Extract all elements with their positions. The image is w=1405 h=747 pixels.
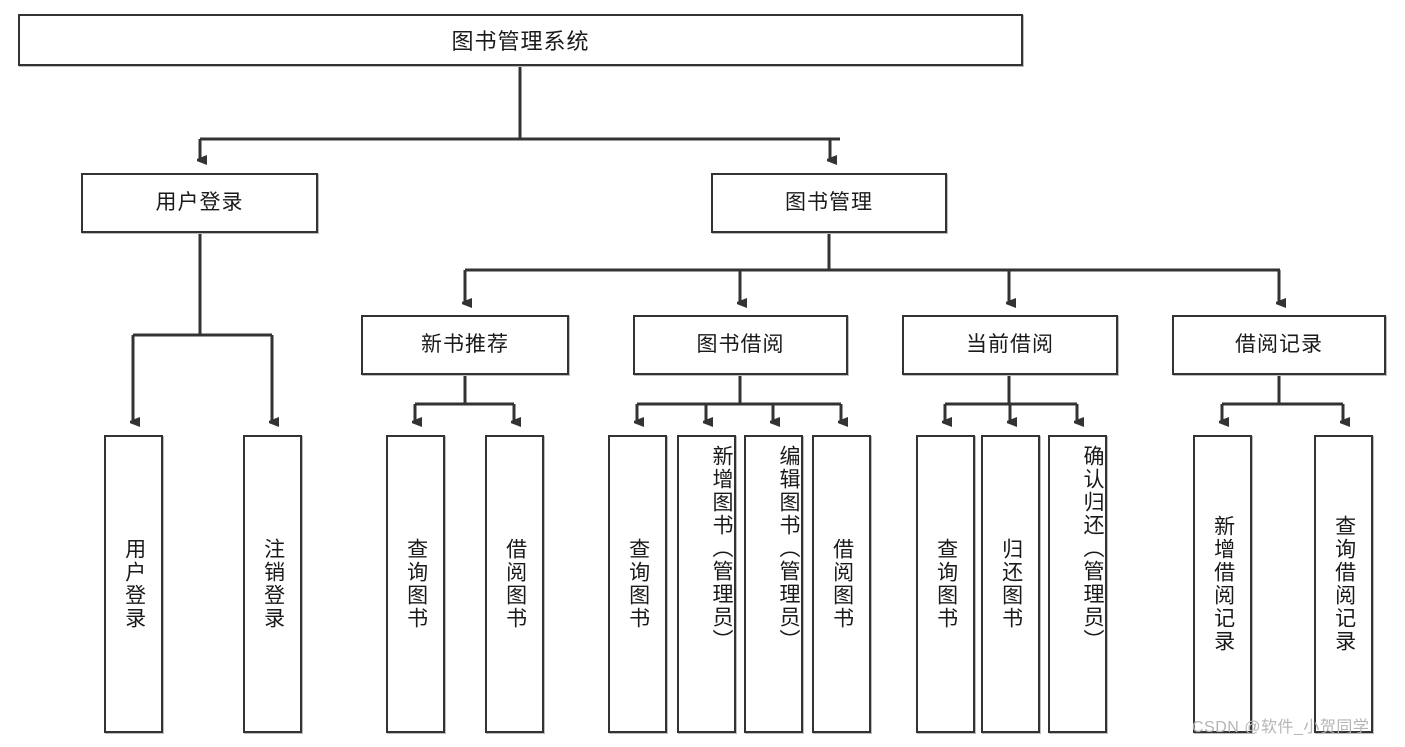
leaf-borrow-edit-book[interactable]: 编辑图书（管理员） (744, 435, 803, 733)
leaf-new-book-query[interactable]: 查询图书 (386, 435, 445, 733)
leaf-current-return-book[interactable]: 归还图书 (981, 435, 1040, 733)
node-new-book-recommend[interactable]: 新书推荐 (361, 315, 569, 375)
edge-group-user-login (133, 233, 272, 422)
edge-group-new-book (415, 375, 514, 422)
node-user-login[interactable]: 用户登录 (81, 173, 318, 233)
leaf-borrow-borrow-book[interactable]: 借阅图书 (812, 435, 871, 733)
edge-group-book-mgmt (465, 233, 1280, 303)
node-book-borrow[interactable]: 图书借阅 (633, 315, 848, 375)
watermark: CSDN @软件_小贺同学 (1192, 719, 1370, 736)
node-current-borrow[interactable]: 当前借阅 (902, 315, 1118, 375)
leaf-user-login-login[interactable]: 用户登录 (104, 435, 163, 733)
node-borrow-record[interactable]: 借阅记录 (1172, 315, 1386, 375)
leaf-borrow-query-book[interactable]: 查询图书 (608, 435, 667, 733)
node-book-management[interactable]: 图书管理 (711, 173, 947, 233)
edge-group-current-borrow (945, 375, 1077, 422)
leaf-record-add[interactable]: 新增借阅记录 (1193, 435, 1252, 733)
node-root-system[interactable]: 图书管理系统 (18, 14, 1023, 66)
edge-group-borrow (637, 375, 841, 422)
leaf-record-query[interactable]: 查询借阅记录 (1314, 435, 1373, 733)
edge-group-record (1222, 375, 1343, 422)
leaf-user-login-logout[interactable]: 注销登录 (243, 435, 302, 733)
leaf-current-confirm-return[interactable]: 确认归还（管理员） (1048, 435, 1107, 733)
leaf-current-query-book[interactable]: 查询图书 (916, 435, 975, 733)
edge-group-root (200, 67, 840, 160)
leaf-borrow-add-book[interactable]: 新增图书（管理员） (677, 435, 736, 733)
leaf-new-book-borrow[interactable]: 借阅图书 (485, 435, 544, 733)
